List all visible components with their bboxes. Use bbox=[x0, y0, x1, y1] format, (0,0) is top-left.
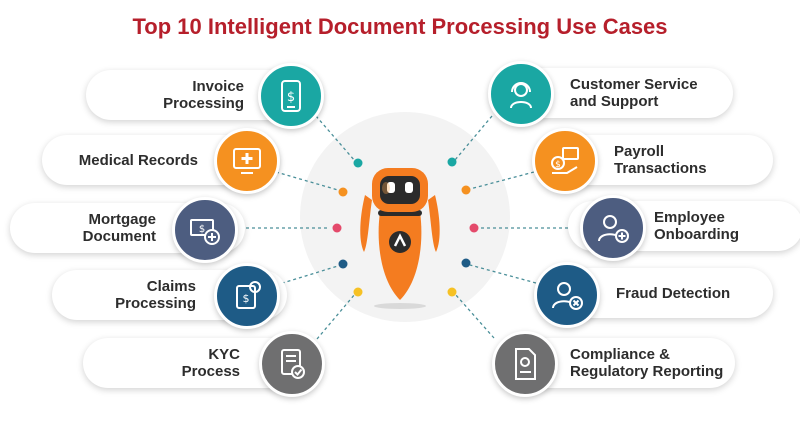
headset-agent-icon bbox=[488, 61, 554, 127]
left-connector-dot-5 bbox=[353, 287, 363, 297]
left-connector-line-5 bbox=[316, 293, 356, 340]
right-connector-dot-2 bbox=[461, 185, 471, 195]
claims-scroll-icon: $ bbox=[214, 263, 280, 329]
label-line-2: Process bbox=[181, 363, 240, 380]
kyc-checklist-icon bbox=[259, 331, 325, 397]
right-connector-line-2 bbox=[469, 171, 535, 190]
page-title: Top 10 Intelligent Document Processing U… bbox=[132, 14, 668, 39]
left-connector-dot-3 bbox=[332, 223, 342, 233]
label-line-1: Payroll bbox=[614, 143, 665, 160]
employee-add-icon bbox=[580, 195, 646, 261]
label-line-2: Processing bbox=[163, 95, 244, 112]
mortgage-cash-icon: $ bbox=[172, 197, 238, 263]
left-connector-dot-2 bbox=[338, 187, 348, 197]
label-line-1: Claims bbox=[146, 278, 196, 295]
label-line-1: Customer Service bbox=[570, 76, 698, 93]
right-connector-line-1 bbox=[454, 115, 493, 161]
right-connector-dot-1 bbox=[447, 157, 457, 167]
svg-text:$: $ bbox=[199, 224, 205, 235]
left-connector-dot-4 bbox=[338, 259, 348, 269]
payroll-hand-icon: $ bbox=[532, 128, 598, 194]
right-connector-dot-5 bbox=[447, 287, 457, 297]
label-line-1: Fraud Detection bbox=[616, 284, 731, 302]
label-line-2: and Support bbox=[570, 93, 659, 110]
label-line-1: Compliance & bbox=[570, 346, 671, 363]
svg-text:$: $ bbox=[287, 90, 295, 105]
label-line-1: KYC bbox=[208, 346, 240, 363]
svg-text:$: $ bbox=[243, 292, 250, 305]
left-connector-line-4 bbox=[275, 265, 339, 286]
right-connector-dot-3 bbox=[469, 223, 479, 233]
fraud-person-icon bbox=[534, 262, 600, 328]
right-connector-dot-4 bbox=[461, 258, 471, 268]
label-line-2: Onboarding bbox=[654, 226, 739, 243]
left-connector-line-2 bbox=[275, 171, 339, 191]
label-line-2: Transactions bbox=[614, 160, 707, 177]
label-line-1: Mortgage bbox=[88, 211, 157, 228]
left-connector-line-1 bbox=[315, 115, 356, 162]
label-line-1: Employee bbox=[654, 209, 725, 226]
label-line-2: Processing bbox=[115, 295, 196, 312]
compliance-document-icon bbox=[492, 331, 558, 397]
robot-illustration bbox=[360, 168, 440, 309]
label-line-1: Medical Records bbox=[78, 151, 198, 169]
use-case-label-medical-records: Medical Records bbox=[38, 135, 198, 185]
right-connector-line-5 bbox=[454, 293, 495, 339]
use-case-label-compliance-reporting: Compliance &Regulatory Reporting bbox=[570, 338, 740, 388]
right-connector-line-4 bbox=[469, 264, 537, 284]
label-line-2: Regulatory Reporting bbox=[570, 363, 724, 380]
use-case-label-fraud-detection: Fraud Detection bbox=[616, 268, 776, 318]
svg-text:$: $ bbox=[555, 160, 561, 170]
label-line-1: Invoice bbox=[192, 78, 244, 95]
invoice-phone-icon: $ bbox=[258, 63, 324, 129]
label-line-2: Document bbox=[82, 228, 156, 245]
medical-monitor-icon bbox=[214, 128, 280, 194]
left-connector-dot-1 bbox=[353, 158, 363, 168]
